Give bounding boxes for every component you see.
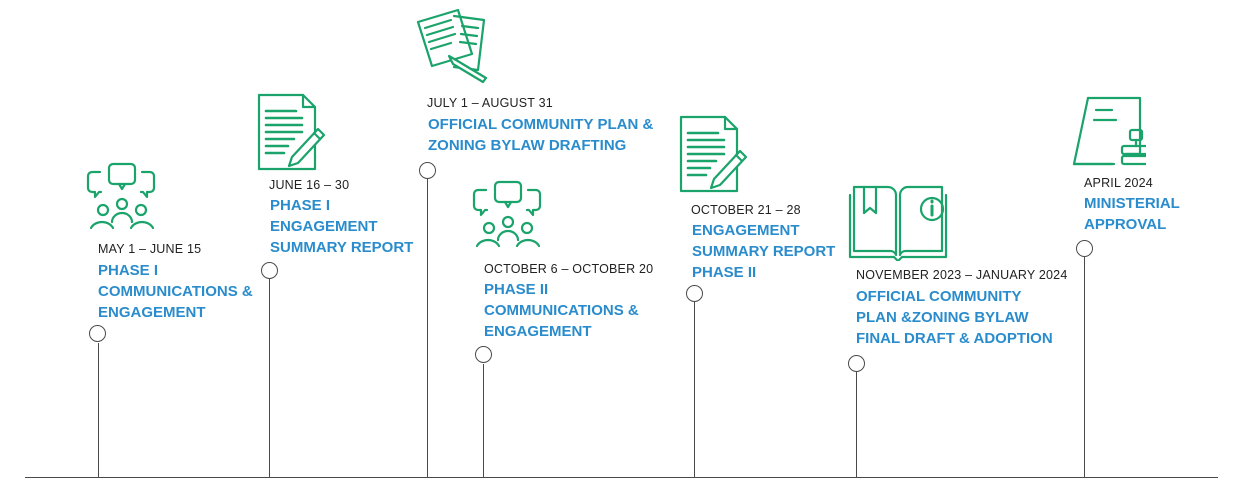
- milestone-date: JUNE 16 – 30: [269, 178, 350, 192]
- milestone-stem: [269, 279, 270, 477]
- milestone-stem: [483, 364, 484, 477]
- milestone-node: [686, 285, 703, 302]
- book-info-icon: [848, 185, 948, 261]
- milestone-date: APRIL 2024: [1084, 176, 1153, 190]
- timeline-baseline: [25, 477, 1218, 478]
- documents-pen-icon: [416, 8, 498, 84]
- milestone-stem: [856, 372, 857, 477]
- milestone-stem: [694, 302, 695, 477]
- document-pen-icon: [678, 115, 748, 193]
- stamp-document-icon: [1072, 96, 1146, 170]
- people-chat-icon: [86, 162, 156, 232]
- milestone-title: OFFICIAL COMMUNITY PLAN &ZONING BYLAW DR…: [428, 116, 654, 154]
- milestone-stem: [427, 179, 428, 477]
- people-chat-icon: [472, 180, 542, 250]
- milestone-date: JULY 1 – AUGUST 31: [427, 96, 553, 110]
- milestone-node: [1076, 240, 1093, 257]
- document-pen-icon: [256, 93, 326, 171]
- milestone-date: OCTOBER 21 – 28: [691, 203, 801, 217]
- milestone-stem: [98, 343, 99, 477]
- milestone-date: MAY 1 – JUNE 15: [98, 242, 202, 256]
- milestone-node: [419, 162, 436, 179]
- milestone-node: [261, 262, 278, 279]
- milestone-date: OCTOBER 6 – OCTOBER 20: [484, 262, 654, 276]
- milestone-node: [475, 346, 492, 363]
- milestone-date: NOVEMBER 2023 – JANUARY 2024: [856, 268, 1068, 282]
- milestone-node: [848, 355, 865, 372]
- milestone-node: [89, 325, 106, 342]
- milestone-stem: [1084, 257, 1085, 477]
